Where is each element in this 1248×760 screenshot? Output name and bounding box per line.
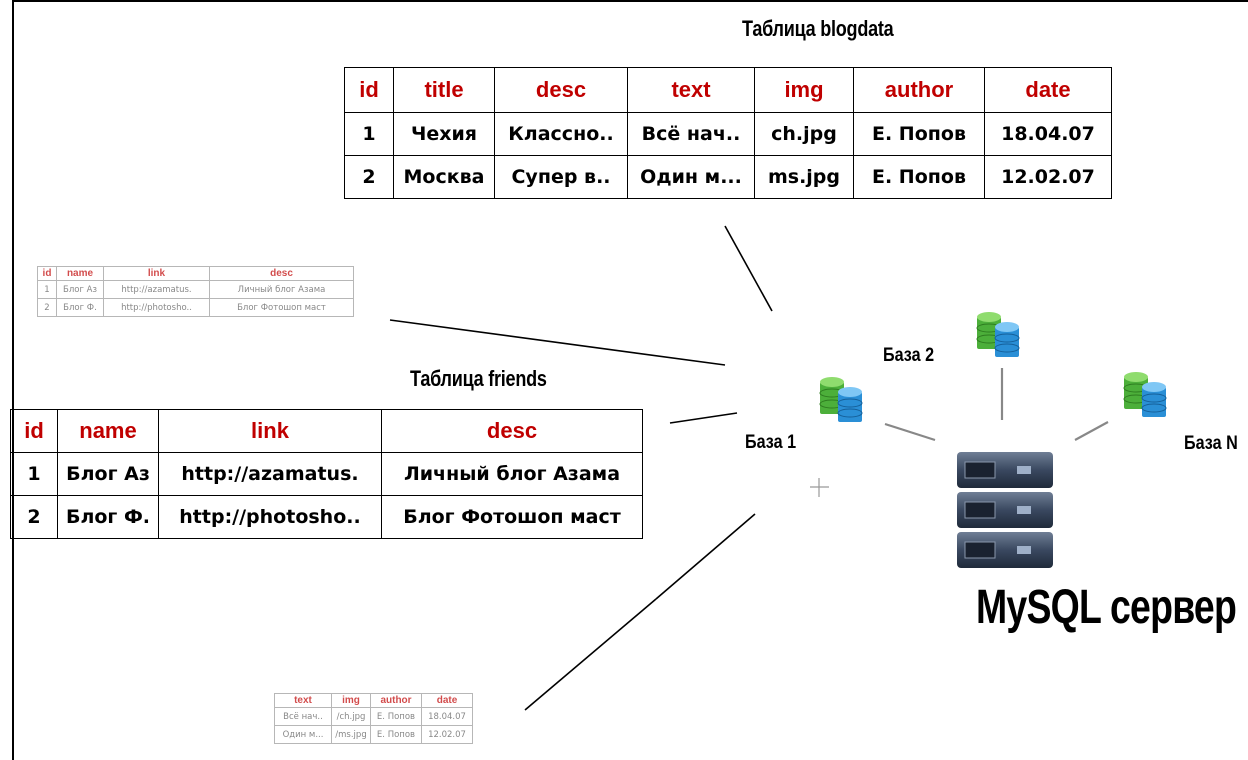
database-icon	[976, 312, 1020, 357]
table-cell: http://photosho..	[103, 298, 210, 317]
friends-table: id name link desc 1 Блог Аз http://azama…	[10, 409, 643, 539]
table-cell: 18.04.07	[421, 707, 473, 726]
table-cell: Блог Ф.	[57, 495, 159, 539]
table-cell: Е. Попов	[853, 155, 985, 199]
table-cell: Чехия	[393, 112, 495, 156]
table-cell: 12.02.07	[984, 155, 1112, 199]
table-row: Всё нач.. /ch.jpg Е. Попов 18.04.07	[274, 707, 473, 726]
header-cell: author	[853, 67, 985, 113]
table-cell: Е. Попов	[370, 707, 422, 726]
line-db1	[884, 422, 936, 442]
server-unit	[957, 492, 1053, 528]
table-cell: Личный блог Азама	[381, 452, 643, 496]
table-cell: 2	[344, 155, 394, 199]
header-cell: img	[754, 67, 854, 113]
table-cell: 1	[10, 452, 58, 496]
table-cell: http://photosho..	[158, 495, 382, 539]
line-dbn	[1074, 421, 1109, 441]
table-cell: /ch.jpg	[331, 707, 371, 726]
header-cell: id	[10, 409, 58, 453]
db2-label: База 2	[883, 345, 935, 366]
header-cell: name	[57, 409, 159, 453]
table-header-row: id name link desc	[37, 266, 354, 281]
db1-label: База 1	[745, 432, 797, 453]
table-row: Один м... /ms.jpg Е. Попов 12.02.07	[274, 725, 473, 744]
table-cell: Классно..	[494, 112, 628, 156]
friends-title: Таблица friends	[410, 366, 547, 391]
table-cell: Блог Аз	[56, 280, 104, 299]
mini-blog-table: text img author date Всё нач.. /ch.jpg Е…	[274, 693, 473, 744]
server-unit	[957, 452, 1053, 488]
line-blogdata	[724, 225, 773, 312]
table-cell: Е. Попов	[853, 112, 985, 156]
table-cell: 18.04.07	[984, 112, 1112, 156]
header-cell: link	[103, 266, 210, 281]
table-cell: 2	[37, 298, 57, 317]
db-stack-blue	[837, 387, 863, 422]
dbn-label: База N	[1184, 433, 1238, 454]
table-cell: Супер в..	[494, 155, 628, 199]
table-cell: Всё нач..	[627, 112, 755, 156]
table-cell: http://azamatus.	[103, 280, 210, 299]
table-cell: 1	[344, 112, 394, 156]
table-header-row: text img author date	[274, 693, 473, 708]
header-cell: date	[984, 67, 1112, 113]
table-header-row: id name link desc	[10, 409, 643, 453]
header-cell: desc	[209, 266, 354, 281]
database-icon	[1123, 372, 1167, 417]
header-cell: text	[274, 693, 332, 708]
table-row: 2 Блог Ф. http://photosho.. Блог Фотошоп…	[37, 298, 354, 317]
table-cell: ms.jpg	[754, 155, 854, 199]
table-cell: Всё нач..	[274, 707, 332, 726]
table-cell: Москва	[393, 155, 495, 199]
blogdata-table: id title desc text img author date 1 Чех…	[344, 67, 1112, 199]
table-cell: Блог Аз	[57, 452, 159, 496]
header-cell: id	[37, 266, 57, 281]
server-label: MySQL сервер	[976, 581, 1237, 634]
table-row: 2 Москва Супер в.. Один м... ms.jpg Е. П…	[344, 155, 1112, 199]
line-friends	[669, 412, 738, 424]
table-row: 2 Блог Ф. http://photosho.. Блог Фотошоп…	[10, 495, 643, 539]
table-cell: 2	[10, 495, 58, 539]
table-cell: Один м...	[627, 155, 755, 199]
header-cell: img	[331, 693, 371, 708]
line-mini-blog-1	[524, 598, 657, 711]
database-icon	[819, 377, 863, 422]
table-cell: Блог Фотошоп маст	[209, 298, 354, 317]
line-mini-friends	[389, 319, 726, 366]
server-unit	[957, 532, 1053, 568]
table-cell: ch.jpg	[754, 112, 854, 156]
table-cell: Личный блог Азама	[209, 280, 354, 299]
table-cell: 12.02.07	[421, 725, 473, 744]
table-cell: Е. Попов	[370, 725, 422, 744]
header-cell: desc	[494, 67, 628, 113]
blogdata-title: Таблица blogdata	[742, 16, 894, 41]
table-row: 1 Чехия Классно.. Всё нач.. ch.jpg Е. По…	[344, 112, 1112, 156]
table-header-row: id title desc text img author date	[344, 67, 1112, 113]
header-cell: id	[344, 67, 394, 113]
diagram-frame	[12, 0, 1248, 760]
mini-friends-table: id name link desc 1 Блог Аз http://azama…	[37, 266, 354, 317]
table-cell: Блог Фотошоп маст	[381, 495, 643, 539]
table-cell: http://azamatus.	[158, 452, 382, 496]
table-cell: Блог Ф.	[56, 298, 104, 317]
header-cell: title	[393, 67, 495, 113]
table-row: 1 Блог Аз http://azamatus. Личный блог А…	[10, 452, 643, 496]
table-row: 1 Блог Аз http://azamatus. Личный блог А…	[37, 280, 354, 299]
header-cell: name	[56, 266, 104, 281]
server-icon	[957, 452, 1053, 568]
header-cell: desc	[381, 409, 643, 453]
header-cell: link	[158, 409, 382, 453]
header-cell: author	[370, 693, 422, 708]
table-cell: 1	[37, 280, 57, 299]
table-cell: /ms.jpg	[331, 725, 371, 744]
header-cell: text	[627, 67, 755, 113]
table-cell: Один м...	[274, 725, 332, 744]
header-cell: date	[421, 693, 473, 708]
line-mini-blog-2	[655, 513, 756, 600]
